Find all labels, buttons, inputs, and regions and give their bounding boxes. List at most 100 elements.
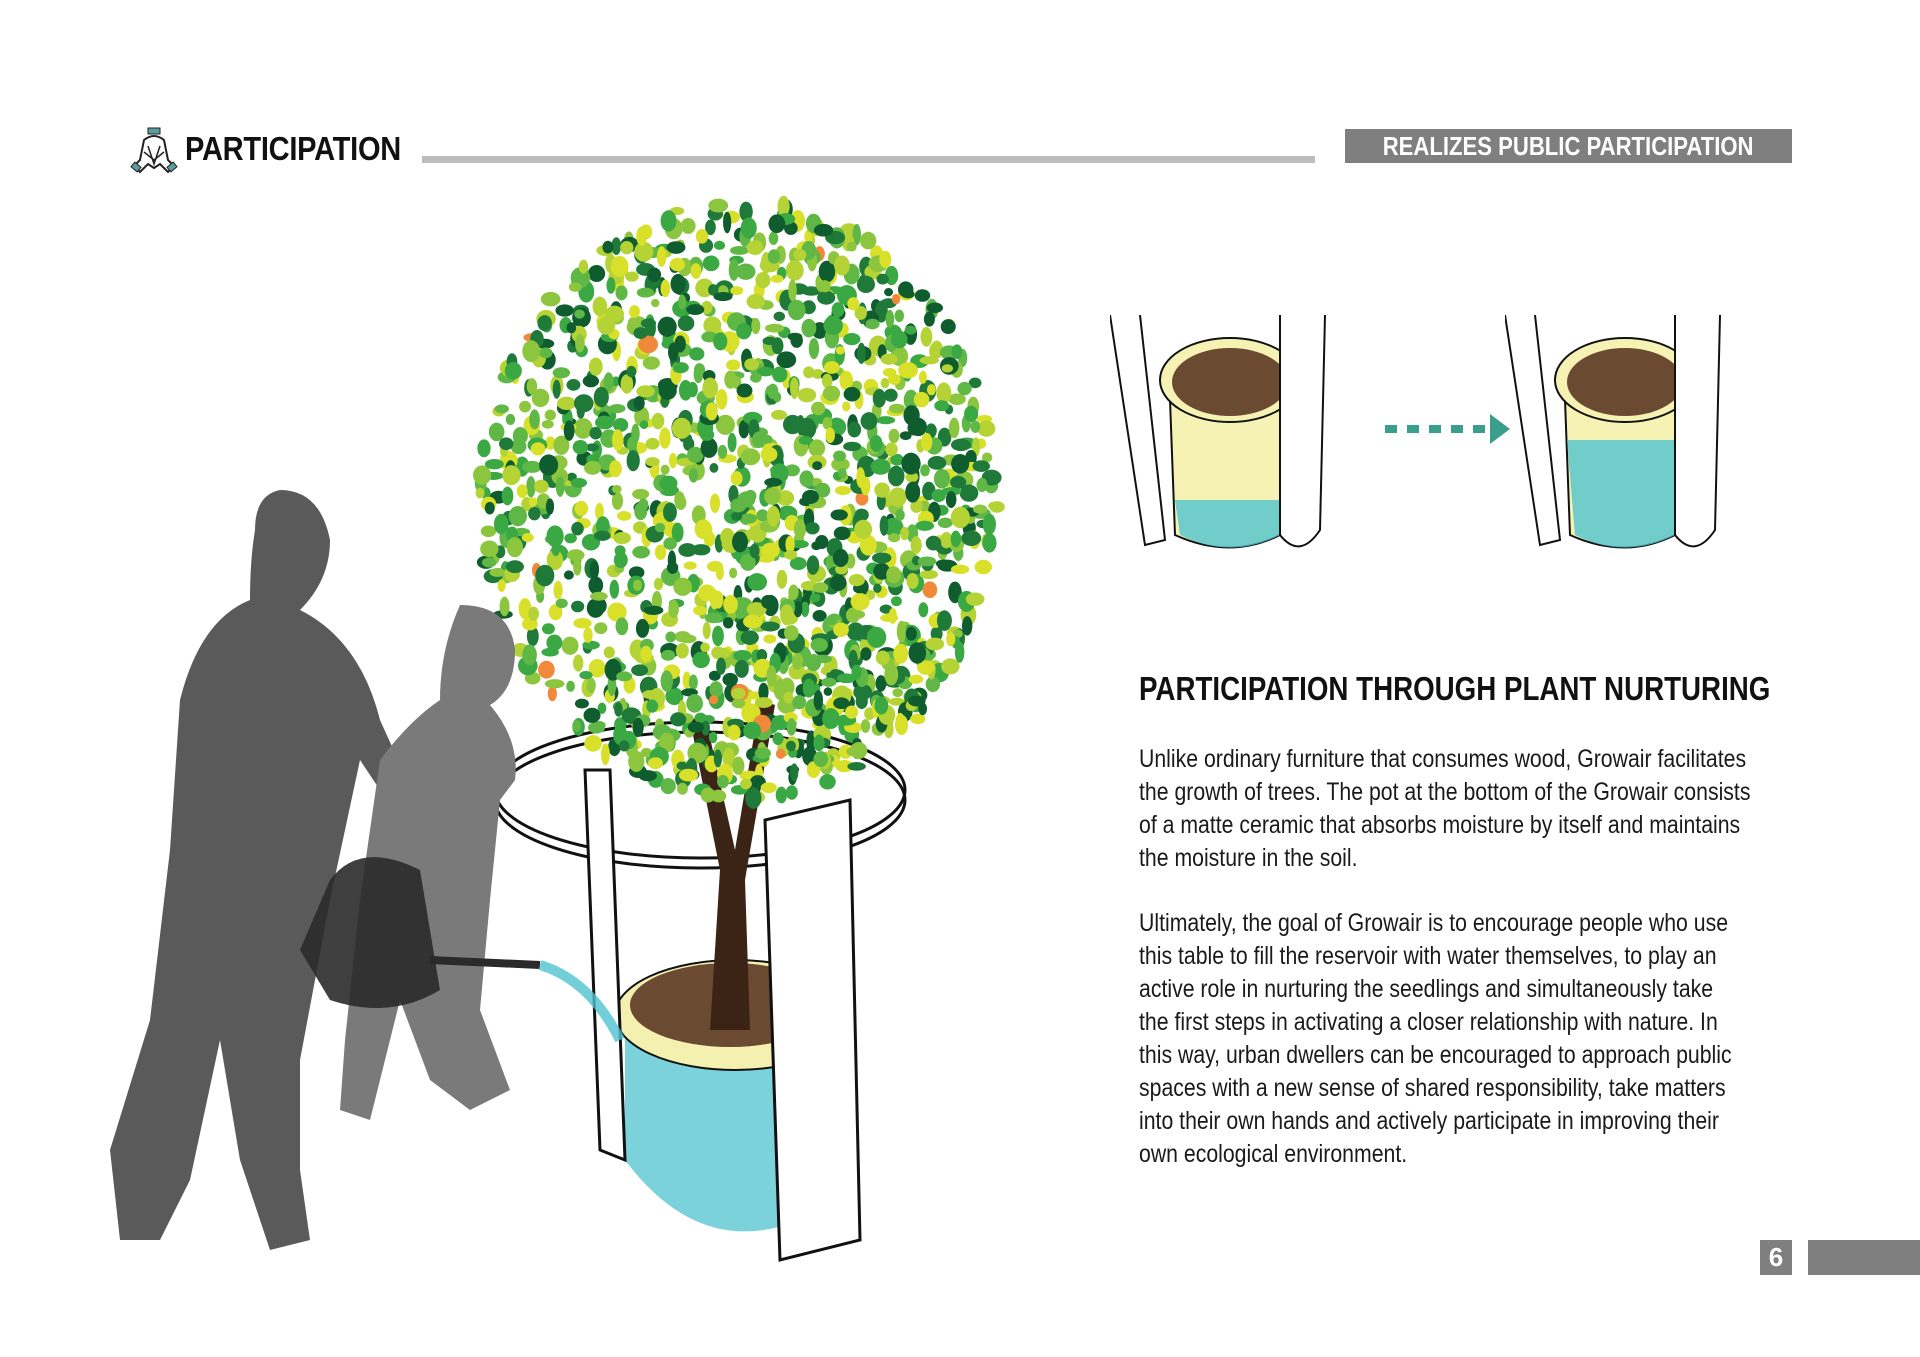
leaf-dot — [638, 335, 659, 354]
leaf-dot — [817, 290, 836, 305]
hands-together-icon — [130, 127, 178, 174]
leaf-dot — [508, 506, 528, 527]
leaf-dot — [573, 618, 592, 629]
leaf-dot — [616, 511, 632, 521]
leaf-dot — [784, 549, 798, 560]
header-divider — [422, 156, 1315, 163]
leaf-dot — [930, 340, 944, 359]
leaf-dot — [789, 556, 807, 571]
leaf-dot — [854, 519, 873, 539]
leaf-dot — [845, 607, 861, 623]
leaf-dot — [614, 717, 627, 732]
section-tag-label: REALIZES PUBLIC PARTICIPATION — [1383, 131, 1754, 161]
leaf-dot — [659, 427, 671, 449]
leaf-dot — [811, 368, 824, 379]
leaf-dot — [702, 377, 719, 399]
leaf-dot — [764, 477, 783, 487]
leaf-dot — [673, 362, 689, 374]
leaf-dot — [700, 787, 716, 803]
leaf-dot — [708, 731, 718, 744]
leaf-dot — [812, 610, 827, 622]
leaf-dot — [633, 579, 642, 591]
leaf-dot — [660, 649, 676, 661]
leaf-dot — [613, 551, 628, 569]
leaf-dot — [805, 522, 820, 535]
leaf-dot — [972, 504, 988, 514]
leaf-dot — [918, 370, 927, 384]
leaf-dot — [910, 536, 922, 554]
leaf-dot — [931, 489, 946, 503]
leaf-dot — [738, 420, 750, 439]
section-tag: REALIZES PUBLIC PARTICIPATION — [1345, 129, 1792, 163]
leaf-dot — [906, 573, 919, 590]
leaf-dot — [561, 636, 579, 655]
leaf-dot — [584, 460, 602, 475]
leaf-dot — [645, 437, 660, 450]
leaf-dot — [802, 678, 816, 698]
leaf-dot — [611, 491, 624, 510]
leaf-dot — [846, 746, 862, 757]
leaf-dot — [595, 415, 615, 430]
leaf-dot — [866, 589, 876, 600]
leaf-dot — [541, 419, 554, 429]
leaf-dot — [876, 273, 889, 285]
leaf-dot — [834, 255, 850, 276]
leaf-dot — [739, 513, 758, 524]
leaf-dot — [603, 646, 615, 659]
leaf-dot — [910, 499, 923, 513]
leaf-dot — [592, 720, 606, 730]
leaf-dot — [787, 299, 806, 321]
leaf-dot — [701, 720, 710, 736]
leaf-dot — [651, 298, 660, 308]
leaf-dot — [775, 748, 786, 759]
leaf-dot — [575, 334, 585, 353]
leaf-dot — [546, 525, 564, 548]
leaf-dot — [616, 671, 633, 682]
leaf-dot — [665, 687, 684, 705]
leaf-dot — [784, 625, 799, 641]
leaf-dot — [926, 384, 936, 396]
leaf-dot — [531, 388, 550, 408]
leaf-dot — [847, 421, 862, 438]
leaf-dot — [687, 721, 705, 733]
section-heading: PARTICIPATION THROUGH PLANT NURTURING — [1139, 670, 1771, 707]
text-line: Ultimately, the goal of Growair is to en… — [1139, 909, 1729, 937]
leaf-dot — [930, 626, 943, 642]
leaf-dot — [838, 468, 847, 479]
leaf-dot — [473, 465, 492, 485]
leaf-dot — [865, 318, 880, 330]
leaf-dot — [683, 561, 697, 570]
leaf-dot — [636, 385, 655, 398]
leaf-dot — [597, 316, 616, 335]
leaf-dot — [825, 427, 835, 444]
leaf-dot — [636, 287, 654, 298]
leaf-dot — [917, 556, 937, 567]
leaf-dot — [736, 263, 756, 280]
leaf-dot — [755, 272, 771, 289]
leaf-dot — [900, 526, 909, 541]
leaf-dot — [819, 774, 836, 790]
leaf-dot — [743, 614, 763, 629]
leaf-dot — [792, 695, 807, 710]
leaf-dot — [806, 555, 820, 575]
leaf-dot — [493, 513, 509, 535]
leaf-dot — [501, 486, 514, 506]
text-line: of a matte ceramic that absorbs moisture… — [1139, 811, 1741, 839]
leaf-dot — [632, 488, 650, 500]
leaf-dot — [790, 377, 799, 400]
leaf-dot — [988, 501, 1000, 510]
leaf-dot — [589, 560, 599, 580]
leaf-dot — [620, 240, 634, 255]
leaf-dot — [732, 756, 745, 775]
leaf-dot — [594, 622, 608, 635]
leaf-dot — [628, 566, 645, 579]
leaf-dot — [850, 593, 870, 611]
leaf-dot — [546, 634, 563, 651]
leaf-dot — [747, 573, 768, 591]
leaf-dot — [847, 762, 866, 771]
leaf-dot — [654, 522, 666, 533]
leaf-dot — [898, 362, 918, 379]
leaf-dot — [903, 389, 919, 411]
leaf-dot — [553, 580, 563, 600]
leaf-dot — [920, 464, 930, 477]
